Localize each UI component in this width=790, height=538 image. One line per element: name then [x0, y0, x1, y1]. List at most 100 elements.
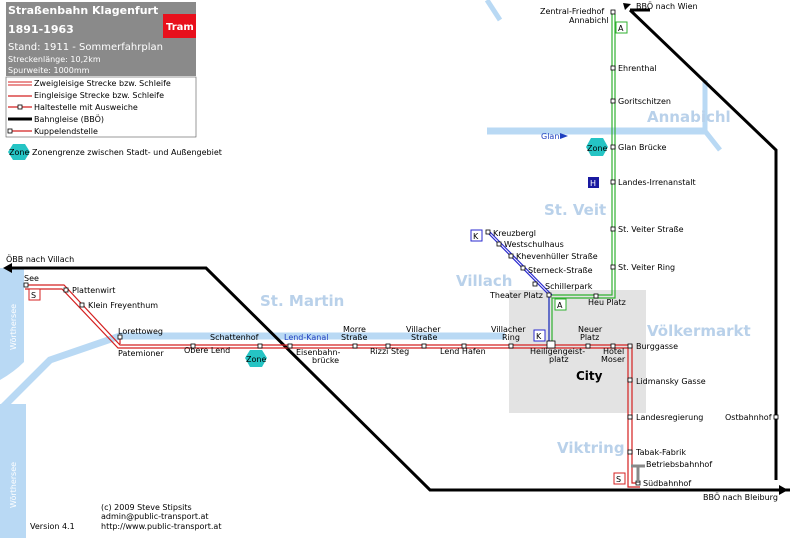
label-landes-irrenanstalt: Landes-Irrenanstalt [618, 178, 696, 187]
legend-end-square [7, 128, 13, 134]
label-ehrenthal: Ehrenthal [618, 64, 657, 73]
glan-label: Glan [541, 132, 559, 141]
label-zentral-friedhof: Zentral-Friedhof [540, 7, 604, 16]
marker-k-ring: K [536, 332, 542, 341]
line-markers: A A K K S S H [28, 21, 628, 485]
marker-a-heuplatz-box [554, 298, 567, 311]
label-goritschitzen: Goritschitzen [618, 97, 671, 106]
label-morre-2: Straße [341, 333, 367, 342]
rail-label-wien: BBÖ nach Wien [636, 1, 698, 11]
zone-markers: Zone Zone [8, 138, 608, 367]
header-gauge: Spurweite: 1000mm [8, 66, 90, 75]
rail-label-villach: ÖBB nach Villach [6, 254, 74, 264]
station-glan-bruecke [610, 144, 616, 150]
red-line-west [25, 284, 549, 346]
station-zentral-friedhof [610, 9, 616, 15]
station-villacher-strasse [421, 343, 427, 349]
footer-copyright: (c) 2009 Steve Stipsits [101, 503, 192, 512]
label-villacher-ring-2: Ring [502, 333, 520, 342]
label-schillerpark: Schillerpark [545, 282, 593, 291]
legend: Zweigleisige Strecke bzw. Schleife Eingl… [5, 76, 222, 157]
station-st-veiter-ring [610, 264, 616, 270]
marker-s-sued-box [613, 472, 626, 485]
city-label: City [576, 369, 603, 383]
header-years: 1891-1963 [8, 23, 74, 36]
station-plattenwirt [63, 287, 69, 293]
legend-item-double: Zweigleisige Strecke bzw. Schleife [34, 79, 171, 88]
marker-k-kreuzbergl: K [473, 232, 479, 241]
label-obere-lend: Obere Lend [184, 346, 230, 355]
railway-layer [10, 8, 790, 492]
station-ehrenthal [610, 65, 616, 71]
station-goritschitzen [610, 98, 616, 104]
label-ostbahnhof: Ostbahnhof [725, 413, 772, 422]
label-kreuzbergl: Kreuzbergl [493, 229, 536, 238]
footer-url: http://www.public-transport.at [101, 522, 221, 531]
station-landesregierung [627, 414, 633, 420]
glan-arrow-icon [560, 133, 568, 139]
label-westschulhaus: Westschulhaus [504, 240, 564, 249]
city-area [509, 290, 646, 413]
marker-k-ring-box [533, 329, 546, 342]
woerthersee-label-lower: Wörthersee [9, 462, 18, 508]
station-morre-strasse [352, 343, 358, 349]
label-eisenbahnbruecke-1: Eisenbahn- [296, 348, 341, 357]
stop-labels: Zentral-Friedhof Annabichl Ehrenthal Gor… [24, 7, 772, 488]
label-heiligengeist-2: platz [549, 355, 569, 364]
label-lorettoweg: Lorettoweg [118, 327, 163, 336]
label-suedbahnhof: Südbahnhof [643, 479, 691, 488]
label-pameioner: Patemioner [118, 349, 164, 358]
legend-zone-text: Zonengrenze zwischen Stadt- und Außengeb… [32, 148, 222, 157]
label-hotel-moser-1: Hotel [603, 347, 624, 356]
station-rizzi-steg [385, 343, 391, 349]
label-see: See [24, 274, 39, 283]
tram-badge [163, 14, 196, 38]
label-villacher-ring-1: Villacher [491, 325, 526, 334]
label-annabichl: Annabichl [569, 16, 609, 25]
station-schattenhof [257, 343, 263, 349]
station-theater-platz [546, 292, 552, 298]
label-landesregierung: Landesregierung [636, 413, 703, 422]
station-ostbahnhof [773, 414, 779, 420]
zone-text-glan: Zone [587, 144, 607, 153]
station-obere-lend [190, 343, 196, 349]
label-khevenhueller: Khevenhüller Straße [516, 252, 598, 261]
stations [23, 9, 779, 486]
station-eisenbahnbruecke [287, 343, 293, 349]
green-line-2 [551, 14, 616, 345]
header-length: Streckenlänge: 10,2km [8, 55, 101, 64]
station-heu-platz [593, 293, 599, 299]
arrow-wien-icon [623, 3, 631, 10]
woerthersee-lower [0, 404, 26, 538]
label-villacher-strasse-1: Villacher [406, 325, 441, 334]
station-schillerpark [532, 281, 538, 287]
district-st-veit: St. Veit [544, 201, 606, 219]
label-lend-hafen: Lend Hafen [440, 347, 486, 356]
label-lidmansky: Lidmansky Gasse [636, 377, 706, 386]
red-line-west-2 [25, 288, 549, 349]
station-tabak-fabrik [627, 449, 633, 455]
label-st-veiter-ring: St. Veiter Ring [618, 263, 675, 272]
zone-text-schattenhof: Zone [246, 355, 266, 364]
label-neuer-platz-1: Neuer [578, 325, 603, 334]
lend-kanal-label: Lend-Kanal [284, 333, 328, 342]
legend-item-rail: Bahngleise (BBÖ) [34, 114, 104, 124]
zone-hex-glan [586, 138, 608, 156]
label-burggasse: Burggasse [636, 342, 678, 351]
station-hotel-moser [610, 343, 616, 349]
woerthersee-label-upper: Wörthersee [9, 304, 18, 350]
rail-bleiburg-line [628, 8, 778, 480]
station-neuer-platz [585, 343, 591, 349]
label-heu-platz: Heu Platz [588, 298, 626, 307]
marker-a-heuplatz: A [557, 301, 563, 310]
district-viktring: Viktring [557, 439, 625, 457]
station-lidmansky [627, 377, 633, 383]
hospital-icon-label: H [590, 179, 596, 188]
legend-item-stop: Haltestelle mit Ausweiche [34, 103, 138, 112]
marker-k-kreuzbergl-box [470, 229, 483, 242]
hospital-icon [588, 177, 599, 188]
footer-email: admin@public-transport.at [101, 512, 209, 521]
label-betriebsbahnhof: Betriebsbahnhof [646, 460, 712, 469]
green-line [548, 14, 613, 345]
label-theater-platz: Theater Platz [489, 291, 543, 300]
